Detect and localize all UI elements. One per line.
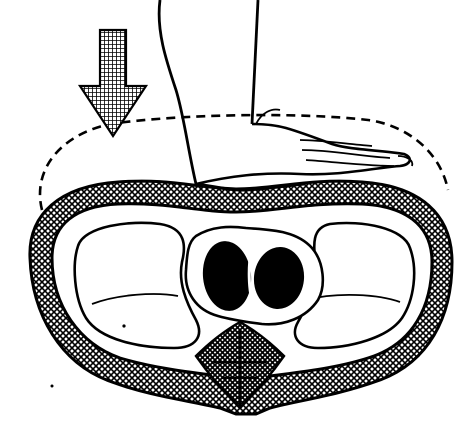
left-lung [75,223,199,348]
downward-force-arrow-icon [80,30,146,136]
hand-icon [196,110,412,184]
rescuer-arm [159,0,196,184]
